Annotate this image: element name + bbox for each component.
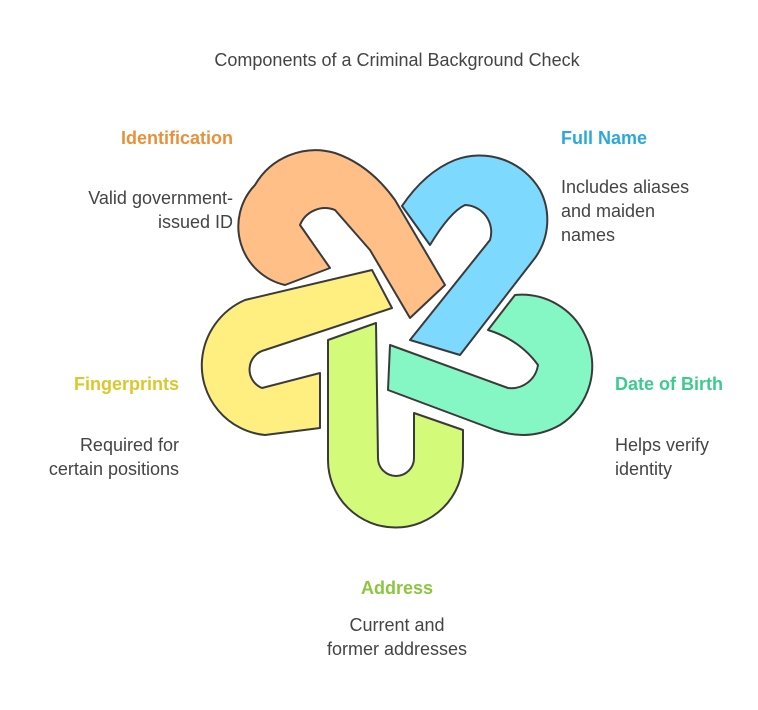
fingerprints-heading: Fingerprints xyxy=(73,374,179,394)
address-description: Current and former addresses xyxy=(277,613,517,661)
date-of-birth-loop xyxy=(387,293,594,436)
identification-desc-line: Valid government- xyxy=(88,188,233,208)
identification-desc-line: issued ID xyxy=(157,212,233,232)
fingerprints-desc-line: Required for xyxy=(79,435,179,455)
identification-loop xyxy=(237,149,446,319)
identification-heading: Identification xyxy=(121,128,233,148)
address-heading: Address xyxy=(360,578,434,598)
date-of-birth-desc-line: Helps verify xyxy=(615,435,710,455)
address-desc-line: former addresses xyxy=(326,639,468,659)
date-of-birth-desc-line: identity xyxy=(615,459,673,479)
full-name-desc-line: and maiden xyxy=(561,201,656,221)
fingerprints-description: Required for certain positions xyxy=(49,433,179,481)
full-name-description: Includes aliases and maiden names xyxy=(561,175,689,247)
full-name-desc-line: Includes aliases xyxy=(561,177,690,197)
diagram-title: Components of a Criminal Background Chec… xyxy=(214,50,580,70)
date-of-birth-heading: Date of Birth xyxy=(615,374,723,394)
address-loop xyxy=(327,322,464,529)
fingerprints-desc-line: certain positions xyxy=(48,459,179,479)
full-name-desc-line: names xyxy=(561,225,616,245)
full-name-loop xyxy=(401,154,549,356)
identification-description: Valid government- issued ID xyxy=(88,186,233,234)
fingerprints-loop xyxy=(200,269,393,436)
full-name-heading: Full Name xyxy=(561,128,648,148)
date-of-birth-description: Helps verify identity xyxy=(615,433,709,481)
address-desc-line: Current and xyxy=(349,615,445,635)
